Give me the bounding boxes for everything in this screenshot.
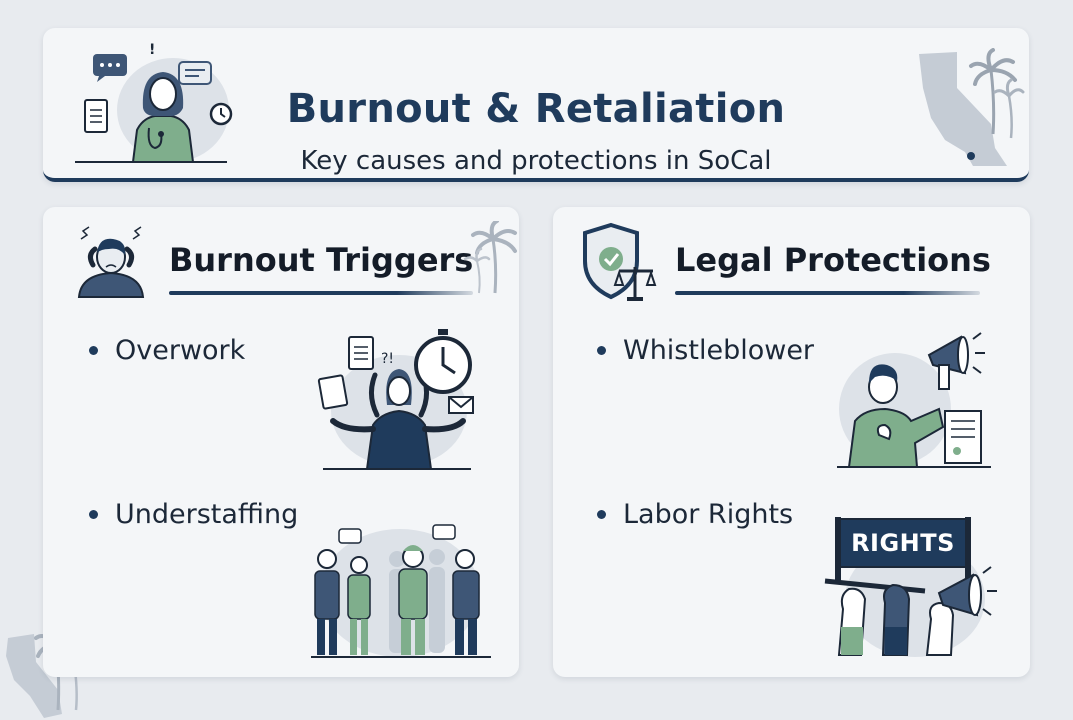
rights-sign-text: RIGHTS <box>851 529 955 557</box>
svg-text:!: ! <box>149 42 155 58</box>
title-underline <box>675 291 980 295</box>
bullet-dot <box>597 510 606 519</box>
legal-protections-title: Legal Protections <box>675 241 991 279</box>
megaphone-person-illustration-icon <box>837 332 991 468</box>
juggling-worker-illustration-icon: ?! <box>317 329 474 470</box>
bullet-label: Labor Rights <box>623 499 794 530</box>
bullet-dot <box>89 346 98 355</box>
svg-text:?!: ?! <box>381 351 394 367</box>
raised-fists-illustration-icon <box>824 517 997 657</box>
list-item-overwork: Overwork <box>89 335 245 366</box>
palm-tree-icon <box>463 221 517 294</box>
bullet-label: Understaffing <box>115 499 299 530</box>
bullet-label: Whistleblower <box>623 335 815 366</box>
header-card: ! Burnout & Retaliation Key causes and p… <box>43 28 1029 182</box>
raised-fists-illustration: RIGHTS <box>815 515 1005 661</box>
list-item-whistleblower: Whistleblower <box>597 335 814 366</box>
stressed-person-icon <box>77 226 145 298</box>
california-map-icon <box>919 48 1025 166</box>
list-item-labor-rights: Labor Rights <box>597 499 793 530</box>
bullet-dot <box>89 510 98 519</box>
bullet-dot <box>597 346 606 355</box>
legal-protections-card: Legal Protections Whistleblower Labor Ri… <box>553 207 1030 677</box>
shield-scales-icon <box>583 222 657 301</box>
burnout-triggers-title: Burnout Triggers <box>169 241 474 279</box>
page-title: Burnout & Retaliation <box>286 86 786 132</box>
burnout-triggers-card: Burnout Triggers Overwork ?! Understa <box>43 207 519 677</box>
page-subtitle: Key causes and protections in SoCal <box>300 146 772 176</box>
bullet-label: Overwork <box>115 335 246 366</box>
nurse-illustration-icon: ! <box>75 42 233 163</box>
list-item-understaffing: Understaffing <box>89 499 298 530</box>
title-underline <box>169 291 473 295</box>
staff-group-illustration-icon <box>311 524 491 658</box>
